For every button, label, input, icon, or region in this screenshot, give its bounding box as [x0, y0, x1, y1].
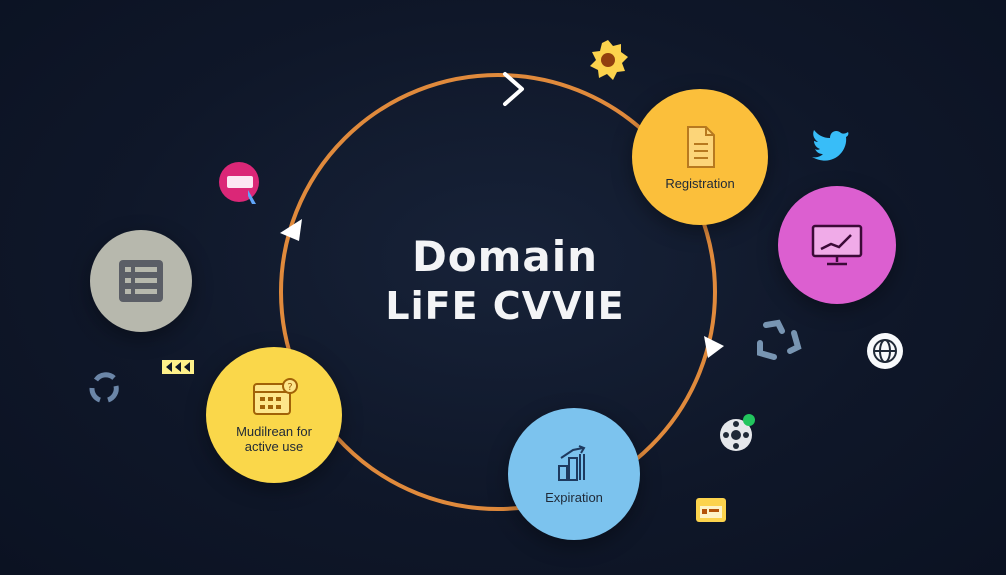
- rewind-arrows-icon: [162, 360, 194, 374]
- chart-bars-icon: [558, 444, 586, 481]
- gear-badge-icon: [590, 40, 628, 80]
- stage-active-use: ? Mudilrean for active use: [206, 347, 342, 483]
- left-arrow-icon: [280, 219, 302, 241]
- network-badge-icon: [720, 414, 755, 451]
- top-arrow-icon: [503, 72, 524, 106]
- globe-icon: [867, 333, 903, 369]
- svg-text:?: ?: [287, 382, 292, 393]
- twitter-bird-icon: [812, 130, 849, 161]
- stage-active-use-label: Mudilrean for active use: [236, 424, 312, 454]
- monitor-chart-icon: [811, 224, 863, 266]
- diagram-title-line2: LiFE CVVIE: [385, 284, 625, 328]
- recycle-icon: [757, 319, 802, 360]
- thumbs-up-cursor-icon: [219, 162, 259, 204]
- right-arrow-icon: [704, 336, 724, 358]
- cycle-circle: [279, 73, 717, 511]
- stage-expiration-label: Expiration: [545, 489, 603, 505]
- monitor-circle: [778, 186, 896, 304]
- calendar-icon: ?: [253, 378, 298, 415]
- calendar-small-icon: [696, 498, 726, 522]
- stage-registration: Registration: [632, 89, 768, 225]
- list-panel-circle: [90, 230, 192, 332]
- stage-expiration: Expiration: [508, 408, 640, 540]
- stage-registration-label: Registration: [665, 175, 735, 191]
- diagram-title-line1: Domain: [411, 232, 599, 281]
- refresh-icon: [89, 372, 119, 403]
- document-icon: [687, 125, 715, 168]
- list-panel-icon: [119, 260, 163, 302]
